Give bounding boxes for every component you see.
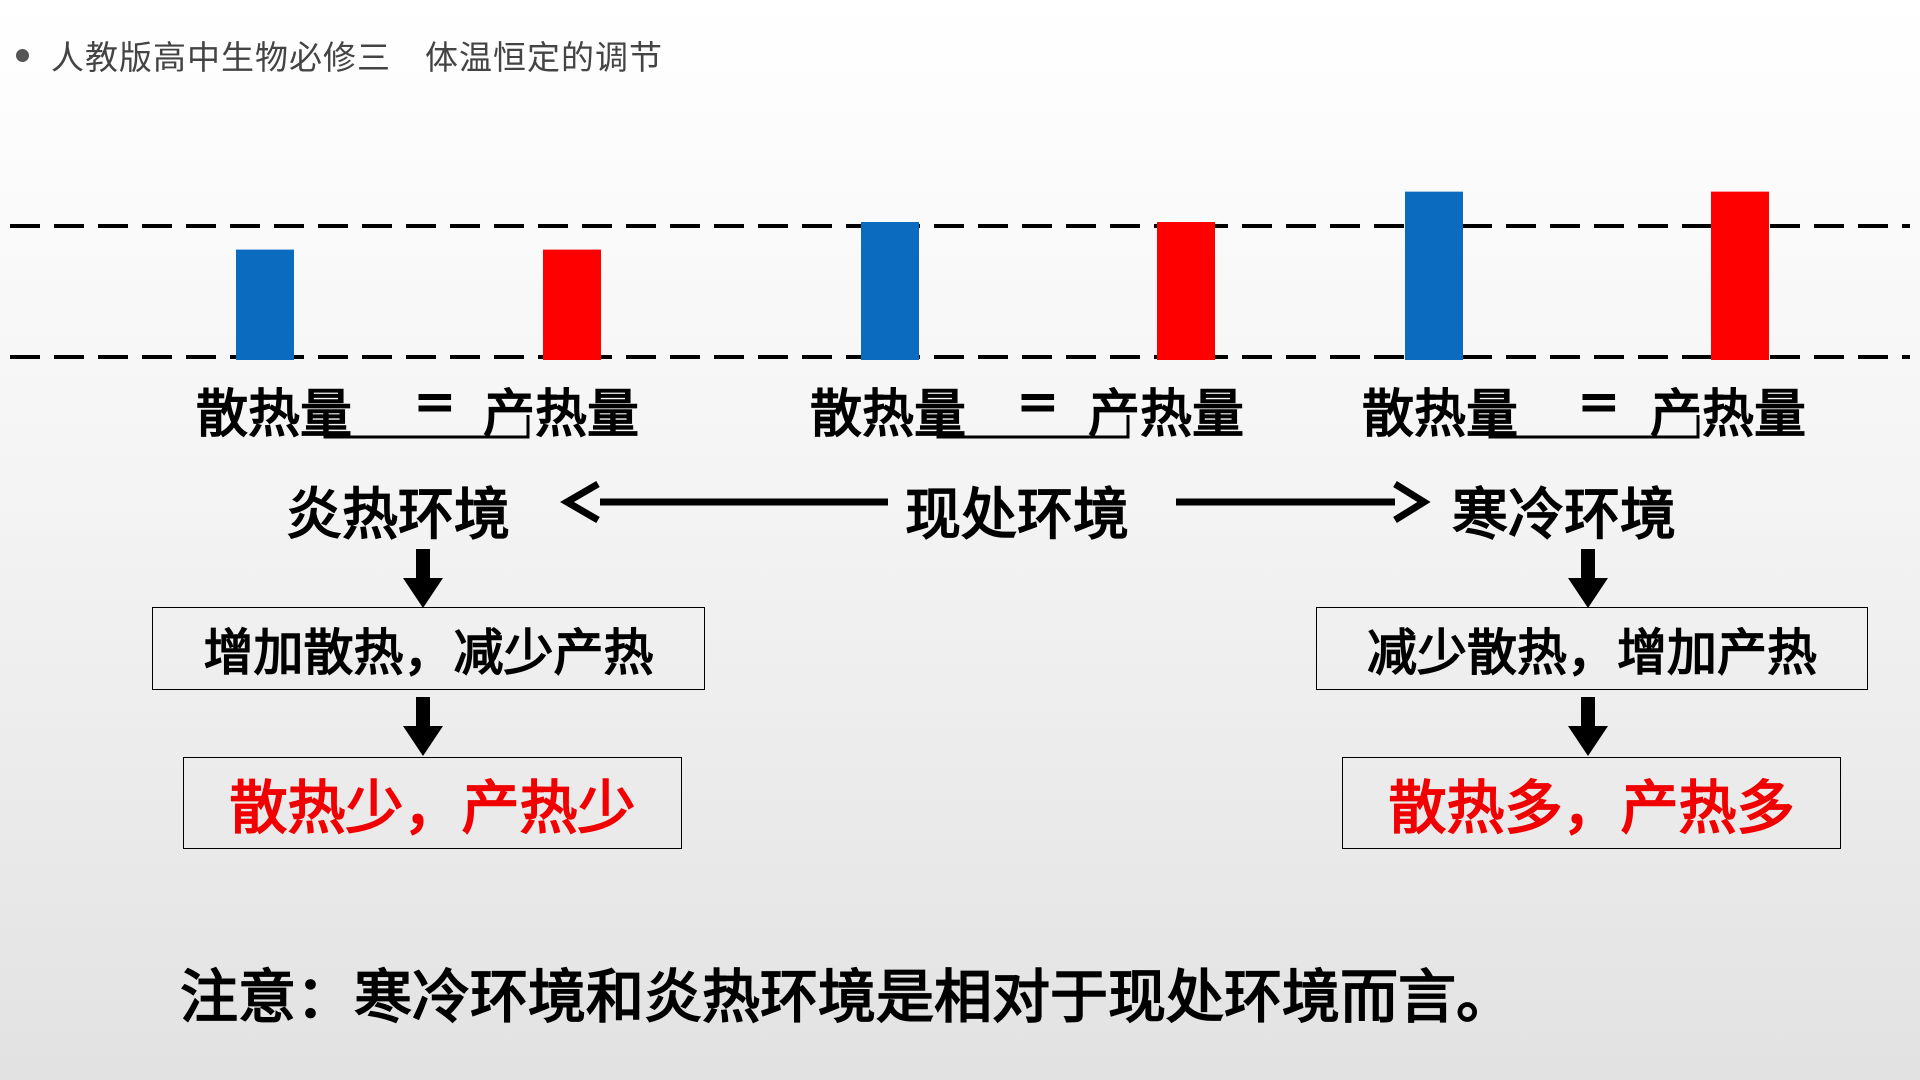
equation-current-left: 散热量 <box>810 385 967 445</box>
equation-hot-op: = <box>413 372 457 432</box>
bar-heat-loss-hot <box>236 249 294 360</box>
cold-environment-label: 寒冷环境 <box>1452 483 1676 548</box>
bar-heat-production-current <box>1157 222 1215 360</box>
bar-heat-loss-current <box>861 222 919 360</box>
equation-cold-left: 散热量 <box>1362 385 1519 445</box>
bullet-dot <box>16 48 29 62</box>
hot-response-box: 增加散热，减少产热 <box>152 607 705 690</box>
bar-heat-production-cold <box>1711 191 1769 360</box>
hot-response-text: 增加散热，减少产热 <box>203 623 654 682</box>
equation-cold-right: 产热量 <box>1650 385 1807 445</box>
equation-current-right: 产热量 <box>1088 385 1245 445</box>
equation-bracket-cold <box>1488 415 1700 439</box>
equation-hot-right: 产热量 <box>483 385 640 445</box>
equation-hot-left: 散热量 <box>196 385 353 445</box>
header-title: 人教版高中生物必修三 体温恒定的调节 <box>51 38 663 77</box>
bar-heat-loss-cold <box>1405 191 1463 360</box>
down-arrow-cold-1 <box>1568 549 1608 608</box>
cold-response-text: 减少散热，增加产热 <box>1367 623 1817 682</box>
hot-result-text: 散热少，产热少 <box>229 774 636 842</box>
equation-current-op: = <box>1016 372 1060 432</box>
cold-response-box: 减少散热，增加产热 <box>1316 607 1868 690</box>
arrow-to-cold-head <box>1393 481 1431 523</box>
cold-result-text: 散热多，产热多 <box>1388 774 1795 842</box>
slide-header: 人教版高中生物必修三 体温恒定的调节 <box>16 30 663 80</box>
down-arrow-hot-2 <box>403 697 443 756</box>
equation-bracket-hot <box>323 415 530 439</box>
footnote: 注意：寒冷环境和炎热环境是相对于现处环境而言。 <box>180 963 1515 1031</box>
hot-environment-label: 炎热环境 <box>286 483 510 548</box>
down-arrow-hot-1 <box>403 549 443 608</box>
equation-cold-op: = <box>1577 372 1621 432</box>
hot-result-box: 散热少，产热少 <box>183 757 682 849</box>
down-arrow-cold-2 <box>1568 697 1608 756</box>
bar-heat-production-hot <box>543 249 601 360</box>
arrow-to-hot-head <box>560 480 600 524</box>
cold-result-box: 散热多，产热多 <box>1342 757 1841 849</box>
equation-bracket-current <box>936 415 1130 439</box>
current-environment-label: 现处环境 <box>905 483 1129 548</box>
